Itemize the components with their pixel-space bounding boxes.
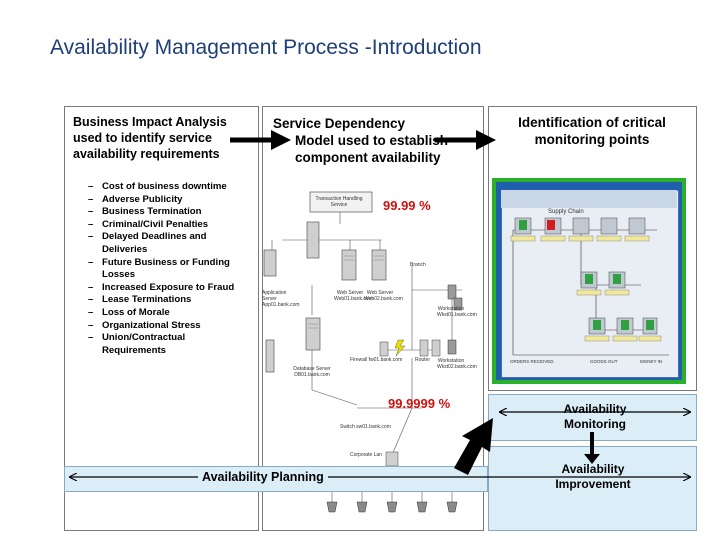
service-dependency-heading: Service Dependency Model used to establi… (273, 115, 473, 166)
flow-label-goods: GOODS OUT (590, 359, 618, 364)
switch-label: Switch sw01.bank.com (340, 424, 391, 430)
page-title: Availability Management Process -Introdu… (50, 36, 482, 59)
availability-pct-bottom: 99.9999 % (388, 396, 451, 411)
firewall-label: Firewall fw01.bank.com (350, 357, 403, 363)
bia-heading: Business Impact Analysis used to identif… (73, 115, 227, 161)
availability-improvement-box (488, 446, 697, 531)
service-dependency-panel (262, 106, 484, 531)
db-server-label: Database Server DB01.bank.com (293, 366, 331, 378)
list-item: Lease Terminations (88, 294, 248, 307)
sd-heading-line1: Service Dependency (273, 116, 406, 131)
web-server-2-label: Web Server Web02.bank.com (364, 290, 403, 302)
list-item: Future Business or Funding Losses (88, 257, 248, 282)
flow-label-money: MONEY IN (640, 359, 663, 364)
workstation-2-label: Workstation Wkst02.bank.com (437, 358, 477, 370)
web-server-1-label: Web Server Web01.bank.com (334, 290, 373, 302)
bia-list: Cost of business downtime Adverse Public… (88, 181, 248, 357)
list-item: Cost of business downtime (88, 181, 248, 194)
workstation-1-label: Workstation Wkst01.bank.com (437, 306, 477, 318)
list-item: Criminal/Civil Penalties (88, 219, 248, 232)
supply-chain-flow (501, 190, 677, 356)
corporate-lan-label: Corporate Lan (350, 452, 382, 458)
list-item: Loss of Morale (88, 307, 248, 320)
flow-label-orders: ORDERS RECEIVED (510, 359, 554, 364)
list-item: Organizational Stress (88, 320, 248, 333)
list-item: Union/Contractual Requirements (88, 332, 248, 357)
list-item: Delayed Deadlines and Deliveries (88, 231, 248, 256)
availability-improvement-label: Availability Improvement (555, 462, 631, 491)
router-label: Router (415, 357, 431, 363)
branch-label: Branch (410, 262, 426, 268)
availability-planning-label: Availability Planning (198, 470, 328, 484)
network-diagram (262, 191, 484, 513)
list-item: Increased Exposure to Fraud (88, 282, 248, 295)
supply-chain-title: Supply Chain (548, 209, 584, 215)
list-item: Business Termination (88, 206, 248, 219)
sd-heading-line2: Model used to establish component availa… (295, 133, 449, 165)
identification-heading: Identification of critical monitoring po… (518, 115, 666, 147)
availability-pct-top: 99.99 % (383, 198, 431, 213)
app-server-label: Application Server App01.bank.com (262, 290, 300, 308)
availability-monitoring-label: Availability Monitoring (563, 402, 627, 431)
transaction-label: Transaction Handling Service (315, 196, 363, 208)
list-item: Adverse Publicity (88, 194, 248, 207)
